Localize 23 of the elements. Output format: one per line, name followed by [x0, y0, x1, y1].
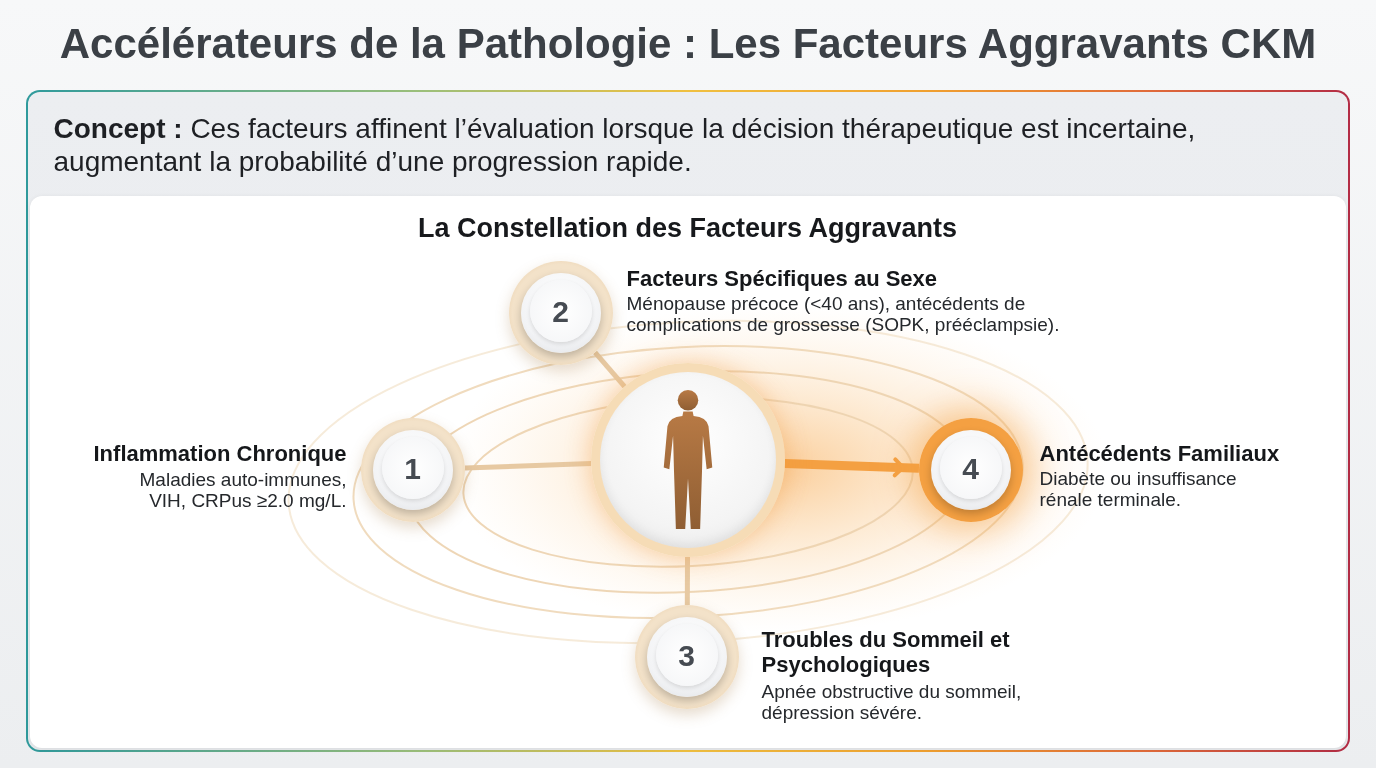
- factor-title: Facteurs Spécifiques au Sexe: [626, 265, 938, 291]
- step-number: 2: [552, 296, 569, 326]
- connector-line: [592, 350, 626, 388]
- factor-title: Troubles du Sommeil et Psychologiques: [761, 626, 1011, 677]
- step-number: 1: [404, 453, 421, 483]
- numbered-node: [508, 260, 613, 365]
- page-title: Accélérateurs de la Pathologie : Les Facteurs Aggravants CKM: [59, 19, 1317, 69]
- factor-description: Maladies auto-immunes, VIH, CRPus ≥2.0 mg/L.: [138, 468, 347, 511]
- step-number: 4: [962, 453, 979, 483]
- numbered-node: [360, 417, 465, 522]
- diagram-panel: [29, 195, 1346, 748]
- factor-title: Inflammation Chronique: [93, 440, 347, 466]
- arrow-connector: [784, 456, 919, 477]
- section-heading: La Constellation des Facteurs Aggravants: [417, 211, 958, 245]
- concept-text: Concept : Ces facteurs affinent l’évaluation lorsque la décision thérapeutique est incertaine, augmentant la probabilité d’une progression rapide.: [53, 111, 1197, 178]
- connector-line: [684, 556, 690, 605]
- connector-line: [464, 460, 591, 471]
- factor-description: Ménopause précoce (<40 ans), antécédents de complications de grossesse (SOPK, prééclampsie).: [626, 292, 1061, 335]
- step-number: 3: [678, 640, 695, 670]
- factor-description: Diabète ou insuffisance rénale terminale.: [1039, 467, 1238, 510]
- factor-description: Apnée obstructive du sommeil, dépression sévére.: [761, 680, 1023, 723]
- concept-panel: [26, 90, 1350, 752]
- factor-title: Antécédents Familiaux: [1039, 440, 1280, 466]
